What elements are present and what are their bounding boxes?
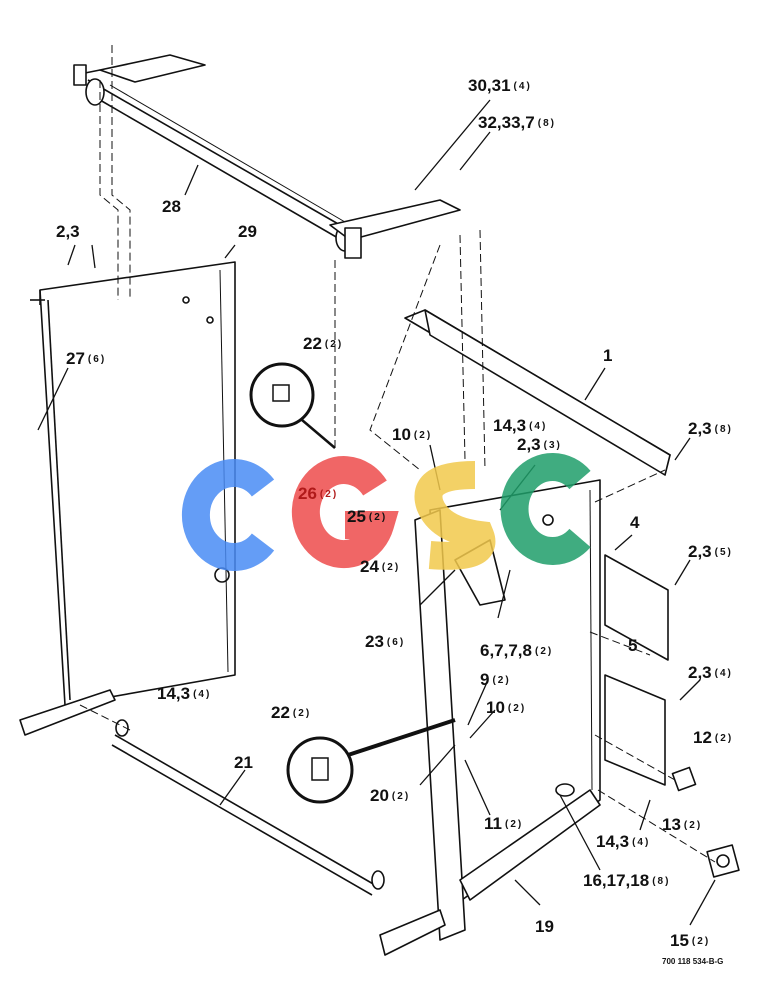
callout-2-3-right: 2,3(8) xyxy=(688,419,733,438)
callout-4: 4 xyxy=(630,513,640,532)
detail-circle-upper xyxy=(249,362,336,449)
watermark-letter-s xyxy=(414,461,496,570)
callout-14-3-lower: 14,3(4) xyxy=(596,832,651,851)
long-channel-1 xyxy=(404,309,671,476)
callout-30-31: 30,31(4) xyxy=(468,76,532,95)
support-plate-4 xyxy=(604,554,669,661)
watermark-logo xyxy=(181,453,591,571)
callout-27: 27(6) xyxy=(66,349,107,368)
callout-29: 29 xyxy=(238,222,257,241)
plate-hole xyxy=(716,854,730,868)
callout-22-upper: 22(2) xyxy=(303,334,344,353)
callout-6-7-7-8: 6,7,7,8(2) xyxy=(480,641,554,660)
drawing-code: 700 118 534-B-G xyxy=(662,957,724,966)
callout-10-lower: 10(2) xyxy=(486,698,527,717)
callout-25: 25(2) xyxy=(347,507,388,526)
callout-12: 12(2) xyxy=(693,728,734,747)
callout-14-3-left: 14,3(4) xyxy=(157,684,212,703)
watermark-letter-c2 xyxy=(500,453,591,565)
callout-1: 1 xyxy=(603,346,613,365)
callout-5: 5 xyxy=(628,636,638,655)
right-side-panel xyxy=(379,479,601,956)
watermark-letter-g xyxy=(291,456,399,569)
callout-23: 23(6) xyxy=(365,632,406,651)
cover-plate-12 xyxy=(671,766,697,792)
callout-21: 21 xyxy=(234,753,253,772)
callout-15: 15(2) xyxy=(670,931,711,950)
callout-22-lower: 22(2) xyxy=(271,703,312,722)
callout-2-3-top-left: 2,3 xyxy=(56,222,80,241)
cover-plate-15 xyxy=(706,844,740,878)
watermark-letter-c1 xyxy=(181,459,275,571)
callout-2-3-lower-right: 2,3(4) xyxy=(688,663,733,682)
alignment-lines xyxy=(79,45,716,863)
callout-32-33-7: 32,33,7(8) xyxy=(478,113,556,132)
callout-11: 11(2) xyxy=(484,814,524,833)
callout-9: 9(2) xyxy=(480,670,511,689)
support-plate-5 xyxy=(604,674,666,786)
callout-19: 19 xyxy=(535,917,554,936)
cross-tube-28 xyxy=(73,54,461,259)
callout-20: 20(2) xyxy=(370,786,411,805)
callout-14-3-upper: 14,3(4) xyxy=(493,416,548,435)
detail-circle-lower xyxy=(286,718,456,804)
callout-2-3-mid-right: 2,3(5) xyxy=(688,542,733,561)
callout-28: 28 xyxy=(162,197,181,216)
callout-24: 24(2) xyxy=(360,557,401,576)
callout-2-3-center: 2,3(3) xyxy=(517,435,562,454)
callout-13: 13(2) xyxy=(662,815,703,834)
callout-10-upper: 10(2) xyxy=(392,425,433,444)
lower-rod-21 xyxy=(111,719,385,896)
callout-26: 26(2) xyxy=(298,484,339,503)
callout-16-17-18: 16,17,18(8) xyxy=(583,871,671,890)
